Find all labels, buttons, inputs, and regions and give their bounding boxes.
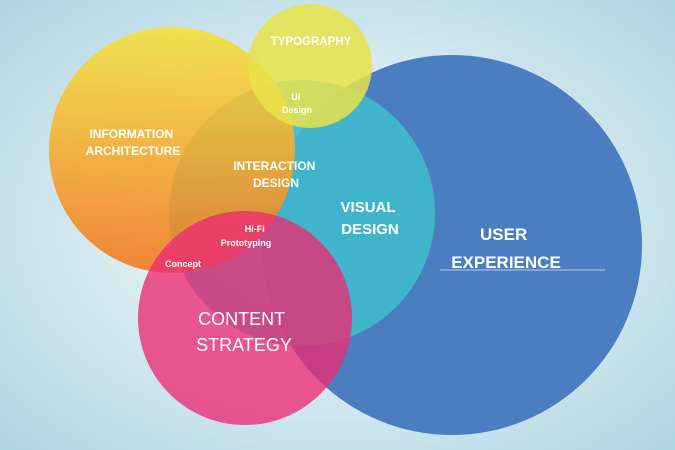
content-strategy-circle [138,211,352,425]
ui-design-label: UI Design [282,92,312,115]
user-experience-label: USER EXPERIENCE [451,225,561,272]
concept-label: Concept [165,259,201,269]
information-architecture-circle [49,27,295,273]
visual-design-label: VISUAL DESIGN [341,199,400,238]
typography-circle [248,4,372,128]
interaction-design-label: INTERACTION DESIGN [233,159,318,190]
typography-label: TYPOGRAPHY [271,36,352,48]
content-strategy-label: CONTENT STRATEGY [196,309,292,355]
hifi-prototyping-label: Hi-Fi Prototyping [221,224,272,248]
information-architecture-label: INFORMATION ARCHITECTURE [86,127,181,158]
